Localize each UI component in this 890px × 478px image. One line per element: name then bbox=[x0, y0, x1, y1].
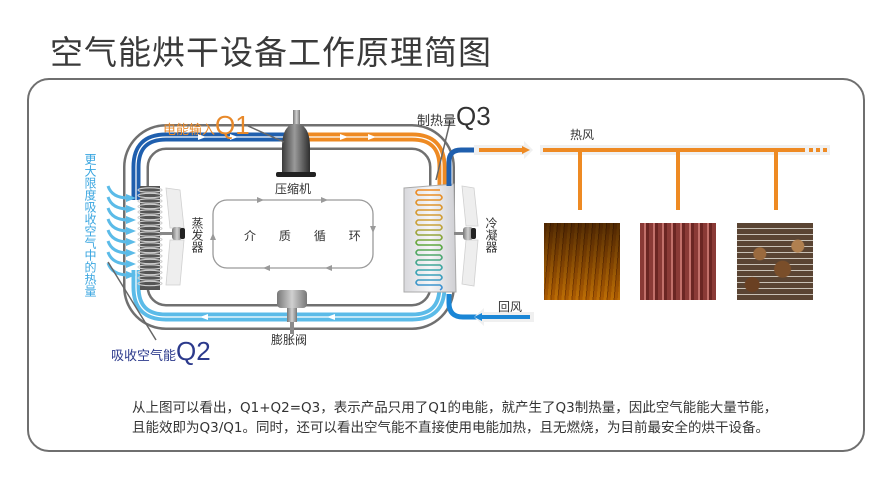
mushroom-drying-photo bbox=[737, 223, 813, 300]
page-title: 空气能烘干设备工作原理简图 bbox=[50, 33, 492, 72]
diagram-frame bbox=[27, 78, 865, 452]
return-air-arrow bbox=[474, 308, 534, 326]
q1-pointer bbox=[247, 125, 285, 143]
expansion-valve-label: 膨胀阀 bbox=[271, 333, 308, 347]
coil-ring bbox=[137, 220, 163, 226]
intake-arrow bbox=[106, 207, 129, 222]
intake-arrowhead bbox=[126, 271, 136, 279]
tobacco-drying-photo bbox=[544, 223, 620, 300]
coil-ring bbox=[137, 198, 163, 204]
description-line: 且能效即为Q3/Q1。同时，还可以看出空气能不直接使用电能加热，且无燃烧，为目前… bbox=[132, 420, 769, 436]
coil-ring bbox=[137, 269, 163, 276]
flow-arrows bbox=[198, 134, 376, 320]
coil-ring bbox=[137, 258, 163, 265]
intake-arrow bbox=[106, 218, 129, 233]
description: 从上图可以看出，Q1+Q2=Q3，表示产品只用了Q1的电能，就产生了Q3制热量，… bbox=[132, 398, 852, 438]
coil-ring bbox=[137, 236, 163, 243]
coil-ring bbox=[137, 247, 163, 254]
intake-arrowhead bbox=[126, 260, 136, 268]
coil-ring bbox=[137, 192, 163, 199]
q3-pointer bbox=[435, 121, 451, 181]
coil-ring bbox=[137, 275, 163, 281]
condenser-icon bbox=[403, 183, 457, 293]
coil-ring bbox=[137, 280, 163, 287]
intake-arrowhead bbox=[126, 216, 136, 224]
intake-arrowhead bbox=[126, 249, 136, 257]
compressor-label: 压缩机 bbox=[275, 182, 312, 196]
q1-value: Q1 bbox=[215, 110, 250, 140]
intake-arrowhead bbox=[126, 238, 136, 246]
coil-ring bbox=[137, 214, 163, 221]
q3-value: Q3 bbox=[456, 101, 491, 131]
hot-air-label: 热风 bbox=[570, 128, 595, 142]
description-line: 从上图可以看出，Q1+Q2=Q3，表示产品只用了Q1的电能，就产生了Q3制热量，… bbox=[132, 400, 778, 416]
intake-arrow bbox=[106, 240, 129, 255]
q2-pointer bbox=[107, 261, 157, 341]
condenser-fan-icon bbox=[454, 185, 479, 287]
coil-ring bbox=[137, 209, 163, 215]
compressor-icon bbox=[276, 110, 316, 177]
intake-arrow bbox=[106, 196, 129, 211]
sausage-drying-photo bbox=[640, 223, 716, 300]
q1-label: 电能输入Q1 bbox=[163, 110, 250, 140]
intake-arrow bbox=[106, 229, 129, 244]
q2-value: Q2 bbox=[176, 336, 211, 366]
return-air-pipe bbox=[446, 294, 478, 320]
intake-arrowhead bbox=[126, 194, 136, 202]
evaporator-fan-icon bbox=[160, 187, 185, 286]
return-air-label: 回风 bbox=[498, 300, 523, 314]
hot-air-duct bbox=[540, 145, 830, 210]
evaporator-coil-icon bbox=[137, 186, 163, 290]
intake-arrowhead bbox=[126, 205, 136, 213]
coil-ring bbox=[137, 242, 163, 248]
intake-arrow bbox=[106, 185, 129, 200]
evaporator-label: 蒸发器 bbox=[190, 217, 204, 253]
medium-cycle-label: 介 质 循 环 bbox=[244, 229, 361, 243]
air-intake-arrows bbox=[106, 185, 136, 279]
q3-label: 制热量Q3 bbox=[417, 101, 491, 131]
hot-air-outlet-pipe bbox=[446, 147, 479, 186]
coil-ring bbox=[137, 187, 163, 193]
expansion-valve-icon bbox=[277, 290, 307, 334]
coil-ring bbox=[137, 203, 163, 210]
intake-arrowhead bbox=[126, 227, 136, 235]
side-note-label: 更大限度吸收空气中的热量 bbox=[83, 153, 97, 297]
hot-air-arrow bbox=[474, 141, 533, 159]
coil-ring bbox=[137, 225, 163, 232]
condenser-label: 冷凝器 bbox=[484, 217, 498, 253]
coil-ring bbox=[137, 253, 163, 259]
q2-label: 吸收空气能Q2 bbox=[111, 336, 211, 366]
intake-arrow bbox=[106, 251, 129, 266]
medium-cycle-loop bbox=[210, 197, 376, 271]
coil-ring bbox=[137, 264, 163, 270]
